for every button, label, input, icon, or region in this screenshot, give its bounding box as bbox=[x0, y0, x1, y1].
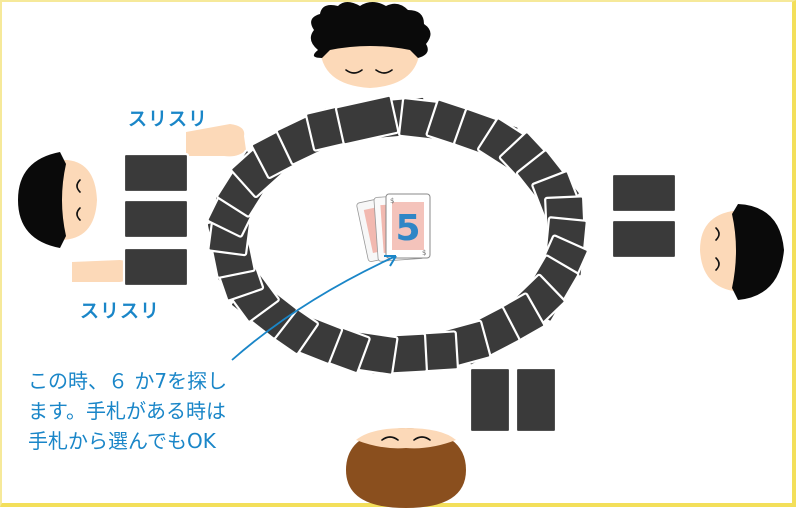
left-hand-top bbox=[186, 124, 246, 157]
card-corner-bottom: $ bbox=[422, 249, 426, 257]
bottom-player bbox=[346, 428, 466, 508]
note-line-2: ます。手札がある時は bbox=[28, 399, 226, 423]
right-player bbox=[700, 204, 784, 300]
ring-card bbox=[334, 94, 400, 146]
bottom-player-hand bbox=[468, 366, 558, 434]
card-ring bbox=[205, 94, 589, 376]
card-value: 5 bbox=[395, 208, 420, 249]
card-corner-top: $ bbox=[390, 197, 394, 205]
note-line-1: この時、６ か7を探し bbox=[28, 369, 228, 393]
center-card-five: $ $ 5 bbox=[385, 193, 431, 259]
top-player bbox=[310, 2, 431, 88]
rub-label-bottom: スリスリ bbox=[80, 300, 161, 322]
left-hand-bottom bbox=[72, 260, 133, 282]
rub-label-top: スリスリ bbox=[128, 108, 209, 130]
left-player-hand bbox=[122, 152, 190, 288]
instruction-note: この時、６ か7を探し ます。手札がある時は 手札から選んでもOK bbox=[28, 366, 227, 456]
center-pile: $ $ 5 bbox=[356, 193, 431, 262]
right-player-hand bbox=[610, 172, 678, 260]
note-line-3: 手札から選んでもOK bbox=[28, 429, 216, 453]
left-player bbox=[18, 152, 97, 248]
pointer-arrow bbox=[231, 255, 397, 361]
